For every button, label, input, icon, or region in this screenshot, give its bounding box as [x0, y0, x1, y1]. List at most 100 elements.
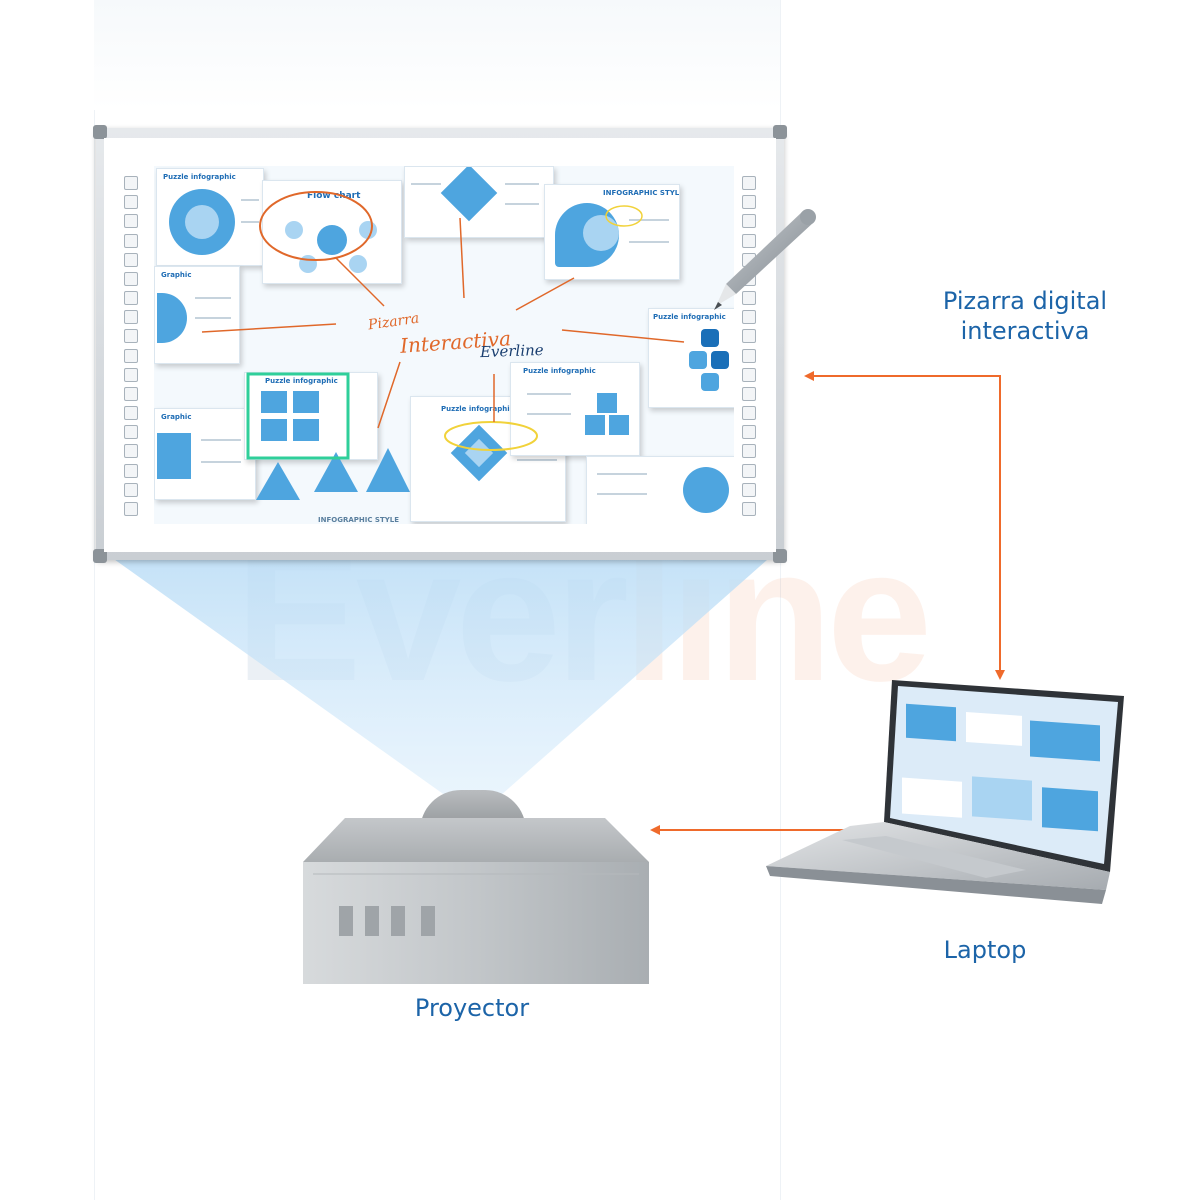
- whiteboard-toolbar-right: [742, 176, 756, 516]
- slide-title: Puzzle infographic: [653, 313, 726, 321]
- toolbar-button[interactable]: [742, 425, 756, 440]
- toolbar-button[interactable]: [124, 176, 138, 190]
- toolbar-button[interactable]: [742, 176, 756, 190]
- text-placeholder: [241, 221, 259, 223]
- text-placeholder: [517, 459, 557, 461]
- toolbar-button[interactable]: [124, 425, 138, 440]
- toolbar-button[interactable]: [124, 310, 138, 325]
- infographic-shape: [157, 433, 191, 479]
- toolbar-button[interactable]: [742, 367, 756, 382]
- slide-title: Graphic: [161, 271, 192, 279]
- frame-corner: [773, 549, 787, 563]
- toolbar-button[interactable]: [742, 310, 756, 325]
- infographic-shape: [261, 419, 287, 441]
- slide-thumbnail: INFOGRAPHIC STYLE: [544, 184, 680, 280]
- toolbar-button[interactable]: [124, 291, 138, 306]
- toolbar-button[interactable]: [742, 386, 756, 401]
- slide-thumbnail: [404, 166, 554, 238]
- infographic-shape: [293, 391, 319, 413]
- slide-title: INFOGRAPHIC STYLE: [318, 516, 400, 524]
- stylus-pen-icon: [714, 209, 816, 310]
- text-placeholder: [201, 439, 241, 441]
- infographic-shape: [256, 462, 300, 500]
- infographic-shape: [366, 448, 410, 492]
- infographic-shape: [293, 419, 319, 441]
- infographic-shape: [583, 215, 619, 251]
- slide-title: Puzzle infographic: [523, 367, 596, 375]
- projector-label: Proyector: [414, 994, 530, 1022]
- slide-title: Puzzle infographic: [441, 405, 514, 413]
- whiteboard-surface[interactable]: Puzzle infographic Flow chart INFOGRAPHI…: [104, 138, 776, 552]
- infographic-shape: [317, 225, 347, 255]
- toolbar-button[interactable]: [124, 482, 138, 497]
- text-placeholder: [597, 473, 647, 475]
- infographic-shape: [683, 467, 729, 513]
- toolbar-button[interactable]: [124, 233, 138, 248]
- text-placeholder: [505, 183, 539, 185]
- whiteboard-toolbar-left: [124, 176, 138, 516]
- slide-thumbnail: Puzzle infographic: [510, 362, 640, 456]
- slide-title: Puzzle infographic: [163, 173, 236, 181]
- projector-icon: [303, 818, 649, 984]
- toolbar-button[interactable]: [124, 367, 138, 382]
- handwritten-annotation: Everline: [479, 340, 544, 362]
- slide-thumbnail: [586, 456, 734, 524]
- toolbar-button[interactable]: [742, 329, 756, 344]
- toolbar-button[interactable]: [124, 252, 138, 267]
- text-placeholder: [629, 241, 669, 243]
- infographic-shape: [609, 415, 629, 435]
- slide-title: Graphic: [161, 413, 192, 421]
- text-placeholder: [195, 297, 231, 299]
- toolbar-button[interactable]: [742, 348, 756, 363]
- text-placeholder: [411, 183, 441, 185]
- toolbar-button[interactable]: [742, 233, 756, 248]
- slide-title: Flow chart: [307, 191, 361, 201]
- toolbar-button[interactable]: [124, 444, 138, 459]
- text-placeholder: [527, 413, 571, 415]
- text-placeholder: [241, 199, 259, 201]
- toolbar-button[interactable]: [124, 271, 138, 286]
- toolbar-button[interactable]: [124, 195, 138, 210]
- board-label-line: interactiva: [960, 317, 1090, 345]
- toolbar-button[interactable]: [742, 195, 756, 210]
- text-placeholder: [629, 219, 669, 221]
- toolbar-button[interactable]: [742, 406, 756, 421]
- toolbar-button[interactable]: [124, 406, 138, 421]
- toolbar-button[interactable]: [124, 329, 138, 344]
- infographic-shape: [285, 221, 303, 239]
- text-placeholder: [195, 317, 231, 319]
- text-placeholder: [597, 493, 647, 495]
- slide-title: INFOGRAPHIC STYLE: [603, 189, 680, 197]
- slide-thumbnail: Flow chart: [262, 180, 402, 284]
- frame-corner: [773, 125, 787, 139]
- toolbar-button[interactable]: [124, 386, 138, 401]
- infographic-shape: [689, 351, 707, 369]
- slide-thumbnail: Puzzle infographic: [648, 308, 734, 408]
- text-placeholder: [505, 203, 539, 205]
- toolbar-button[interactable]: [124, 501, 138, 516]
- text-placeholder: [527, 393, 571, 395]
- background-guide-right: [780, 0, 781, 1200]
- toolbar-button[interactable]: [742, 214, 756, 229]
- toolbar-button[interactable]: [742, 482, 756, 497]
- infographic-shape: [597, 393, 617, 413]
- toolbar-button[interactable]: [742, 291, 756, 306]
- infographic-shape: [585, 415, 605, 435]
- toolbar-button[interactable]: [124, 463, 138, 478]
- frame-corner: [93, 125, 107, 139]
- frame-corner: [93, 549, 107, 563]
- infographic-shape: [261, 391, 287, 413]
- board-label-line: Pizarra digital: [942, 287, 1108, 315]
- infographic-shape: [701, 329, 719, 347]
- toolbar-button[interactable]: [124, 214, 138, 229]
- toolbar-button[interactable]: [124, 348, 138, 363]
- toolbar-button[interactable]: [742, 501, 756, 516]
- projected-presentation: Puzzle infographic Flow chart INFOGRAPHI…: [154, 166, 734, 524]
- slide-thumbnail: Graphic: [154, 266, 240, 364]
- slide-title: Puzzle infographic: [265, 377, 338, 385]
- toolbar-button[interactable]: [742, 444, 756, 459]
- infographic-shape: [349, 255, 367, 273]
- toolbar-button[interactable]: [742, 463, 756, 478]
- laptop-label: Laptop: [943, 936, 1027, 964]
- infographic-shape: [711, 351, 729, 369]
